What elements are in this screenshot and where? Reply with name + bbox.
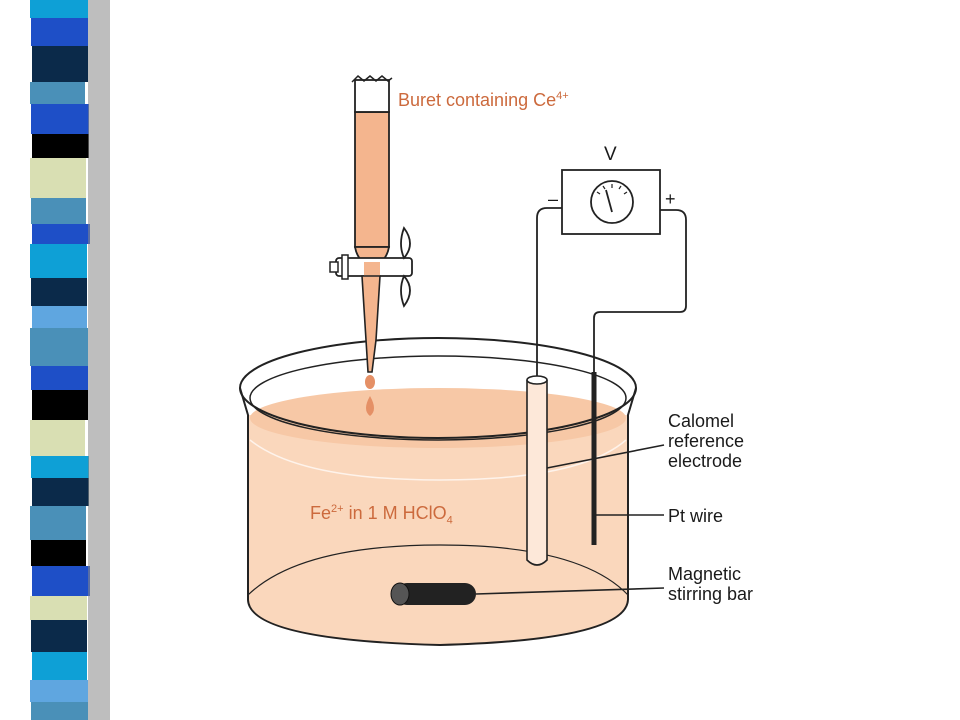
stripe-block (31, 540, 86, 566)
leader-stirring-bar (475, 587, 665, 595)
voltmeter-title: V (604, 145, 617, 165)
voltmeter-title-text: V (604, 144, 617, 165)
wire-to-calomel (536, 207, 562, 232)
stripe-block (31, 456, 89, 478)
magnetic-stirring-bar (390, 582, 476, 606)
solution-label-ion: Fe (310, 503, 332, 523)
buret-label-charge: 4+ (556, 90, 569, 102)
stripe-block (31, 198, 86, 224)
buret-top-rough-edge (351, 74, 393, 83)
buret-tip (361, 275, 381, 373)
stripe-block (32, 390, 88, 420)
stripe-block (30, 244, 87, 278)
voltmeter-minus-text: – (548, 189, 559, 209)
stripe-block (32, 46, 88, 82)
solution-label: Fe2+ in 1 M HClO4 (310, 503, 453, 526)
stripe-blocks (30, 0, 110, 720)
beaker-rim (239, 337, 637, 439)
voltmeter-needle (605, 189, 613, 213)
beaker-wall-right (627, 387, 637, 600)
stripe-block (30, 420, 85, 456)
falling-drop (366, 396, 374, 416)
solution-label-subscript: 4 (446, 514, 453, 527)
stripe-block (30, 0, 88, 18)
stripe-block (30, 158, 86, 198)
buret-label-text: Buret containing Ce (398, 90, 557, 110)
stripe-block (32, 478, 89, 506)
stopcock-handle (400, 226, 411, 308)
stripe-block (31, 18, 88, 46)
stripe-block (30, 82, 85, 104)
stripe-block (31, 366, 88, 390)
stripe-block (31, 702, 88, 720)
beaker-solution (248, 415, 628, 645)
decorative-stripe-bar (0, 0, 115, 720)
drop-at-tip (365, 375, 375, 389)
stripe-shadow (88, 0, 110, 720)
calomel-electrode (526, 232, 548, 566)
voltmeter (561, 169, 661, 235)
stripe-block (32, 134, 89, 158)
stripe-block (31, 278, 87, 306)
buret-body (354, 111, 390, 248)
stirring-bar-label-line-1: Magnetic (668, 564, 742, 584)
beaker-wall-left (239, 387, 249, 600)
buret-label: Buret containing Ce4+ (398, 90, 569, 110)
stripe-block (30, 506, 86, 540)
stripe-block (31, 104, 89, 134)
calomel-label-line-1: Calomel (668, 411, 735, 431)
stirring-bar-label-line-2: stirring bar (668, 584, 754, 604)
beaker-bottom-inner (247, 544, 629, 596)
pt-wire-label: Pt wire (668, 506, 723, 526)
stripe-block (32, 306, 87, 328)
stripe-block (31, 620, 87, 652)
voltmeter-plus-text: + (665, 189, 676, 209)
solution-label-charge: 2+ (331, 503, 344, 515)
solution-label-acid: in 1 M HClO (343, 503, 447, 523)
calomel-label-line-2: reference (668, 431, 745, 451)
stripe-block (32, 652, 87, 680)
pt-wire-label-text: Pt wire (668, 506, 724, 526)
stripe-block (30, 596, 87, 620)
stripe-block (32, 566, 90, 596)
calomel-label: Calomel reference electrode (668, 411, 744, 471)
calomel-label-line-3: electrode (668, 451, 743, 471)
voltmeter-plus-terminal: + (665, 189, 676, 209)
voltmeter-minus-terminal: – (548, 189, 558, 209)
stripe-block (32, 224, 90, 244)
buret (329, 74, 413, 416)
stripe-block (30, 328, 88, 366)
beaker-rim-inner (249, 355, 627, 441)
stripe-block (30, 680, 88, 702)
buret-empty-top (354, 79, 390, 113)
liquid-line (249, 439, 627, 481)
stirring-bar-label: Magnetic stirring bar (668, 564, 753, 604)
voltmeter-dial (590, 180, 634, 224)
beaker-bottom (247, 599, 629, 647)
leader-calomel (546, 444, 665, 469)
